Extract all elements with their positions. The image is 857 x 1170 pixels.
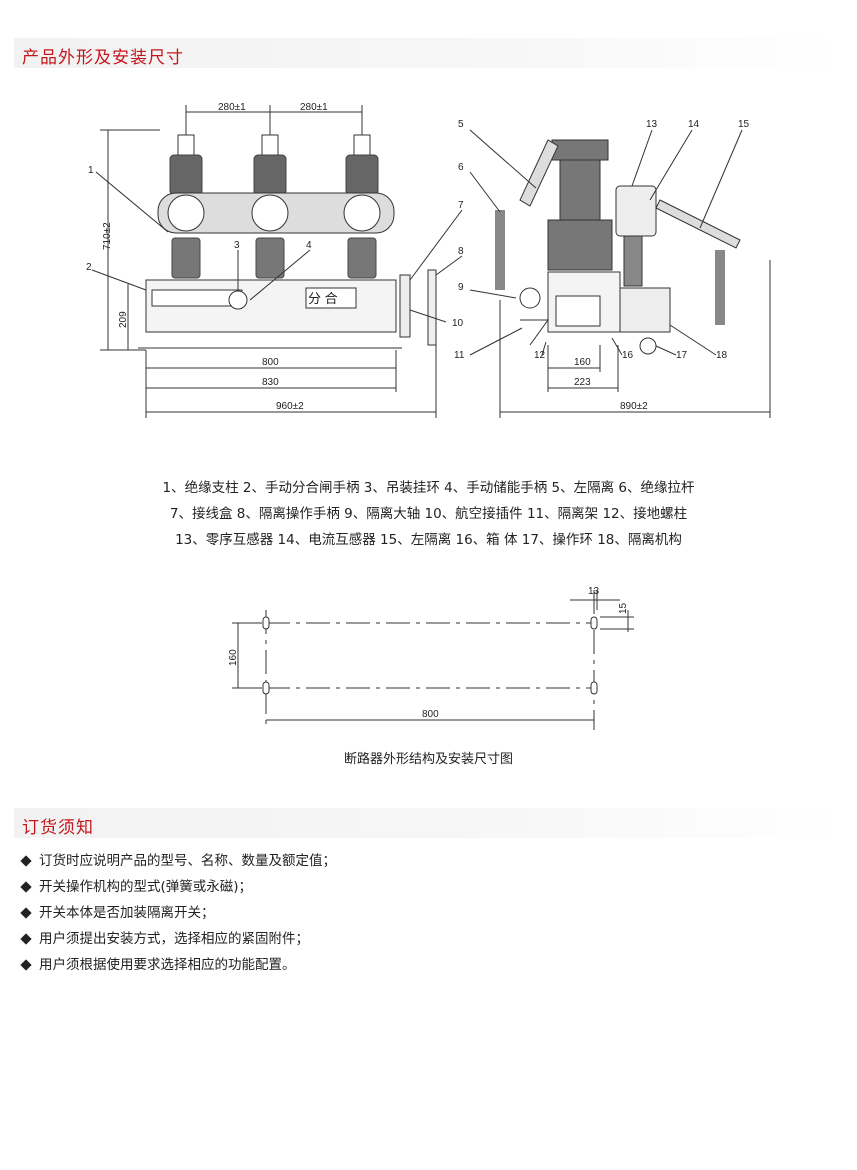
side-view-drawing <box>469 129 771 418</box>
panel-text: 分 合 <box>308 291 338 306</box>
callout: 18 <box>716 350 728 361</box>
callout: 14 <box>688 119 700 130</box>
dim-label: 280±1 <box>218 102 246 113</box>
dim-label: 710±2 <box>102 222 113 250</box>
callout: 10 <box>452 318 464 329</box>
legend-line: 7、接线盒 8、隔离操作手柄 9、隔离大轴 10、航空接插件 11、隔离架 12… <box>169 506 688 522</box>
callout: 16 <box>622 350 634 361</box>
technical-drawing: 280±1 280±1 710±2 209 800 830 960±2 分 合 … <box>86 102 771 418</box>
note-text: 开关本体是否加装隔离开关； <box>39 905 215 921</box>
section-header-dimensions: 产品外形及安装尺寸 <box>14 38 844 68</box>
dim-label: 223 <box>574 377 591 388</box>
diamond-bullet-icon <box>20 907 32 919</box>
callout: 17 <box>676 350 688 361</box>
note-text: 用户须提出安装方式，选择相应的紧固附件； <box>39 931 309 947</box>
callout: 15 <box>738 119 750 130</box>
list-item: 开关本体是否加装隔离开关； <box>20 900 336 926</box>
dim-label: 209 <box>118 311 129 328</box>
dim-label: 160 <box>574 357 591 368</box>
diamond-bullet-icon <box>20 933 32 945</box>
dim-label: 280±1 <box>300 102 328 113</box>
dim-label: 160 <box>228 649 239 666</box>
note-text: 开关操作机构的型式(弹簧或永磁)； <box>39 879 253 895</box>
list-item: 开关操作机构的型式(弹簧或永磁)； <box>20 874 336 900</box>
legend-line: 1、绝缘支柱 2、手动分合闸手柄 3、吊装挂环 4、手动储能手柄 5、左隔离 6… <box>162 480 695 496</box>
diamond-bullet-icon <box>20 855 32 867</box>
parts-legend: 1、绝缘支柱 2、手动分合闸手柄 3、吊装挂环 4、手动储能手柄 5、左隔离 6… <box>0 475 857 553</box>
dim-label: 800 <box>262 357 279 368</box>
note-text: 用户须根据使用要求选择相应的功能配置。 <box>39 957 296 973</box>
list-item: 用户须根据使用要求选择相应的功能配置。 <box>20 952 336 978</box>
callout: 2 <box>86 262 92 273</box>
section-header-order-notes: 订货须知 <box>14 808 844 838</box>
note-text: 订货时应说明产品的型号、名称、数量及额定值； <box>39 853 336 869</box>
callout: 11 <box>454 350 465 361</box>
list-item: 用户须提出安装方式，选择相应的紧固附件； <box>20 926 336 952</box>
mounting-plan: 13 15 160 800 <box>228 586 634 730</box>
callout: 9 <box>458 282 464 293</box>
callout: 1 <box>88 165 94 176</box>
callout: 4 <box>306 240 312 251</box>
legend-line: 13、零序互感器 14、电流互感器 15、左隔离 16、箱 体 17、操作环 1… <box>175 532 682 548</box>
front-view-drawing <box>91 105 463 418</box>
dim-label: 13 <box>588 586 600 597</box>
dim-label: 960±2 <box>276 401 304 412</box>
callout: 12 <box>534 350 546 361</box>
list-item: 订货时应说明产品的型号、名称、数量及额定值； <box>20 848 336 874</box>
callout: 6 <box>458 162 464 173</box>
section-title: 产品外形及安装尺寸 <box>22 48 184 68</box>
dim-label: 15 <box>618 602 629 614</box>
callout: 8 <box>458 246 464 257</box>
callout: 3 <box>234 240 240 251</box>
callout: 7 <box>458 200 464 211</box>
diamond-bullet-icon <box>20 959 32 971</box>
dim-label: 830 <box>262 377 279 388</box>
callout: 13 <box>646 119 658 130</box>
diamond-bullet-icon <box>20 881 32 893</box>
callout: 5 <box>458 119 464 130</box>
order-notes-list: 订货时应说明产品的型号、名称、数量及额定值； 开关操作机构的型式(弹簧或永磁)；… <box>20 848 336 978</box>
dim-label: 890±2 <box>620 401 648 412</box>
section-title: 订货须知 <box>22 818 94 838</box>
dim-label: 800 <box>422 709 439 720</box>
drawing-caption: 断路器外形结构及安装尺寸图 <box>343 752 513 767</box>
